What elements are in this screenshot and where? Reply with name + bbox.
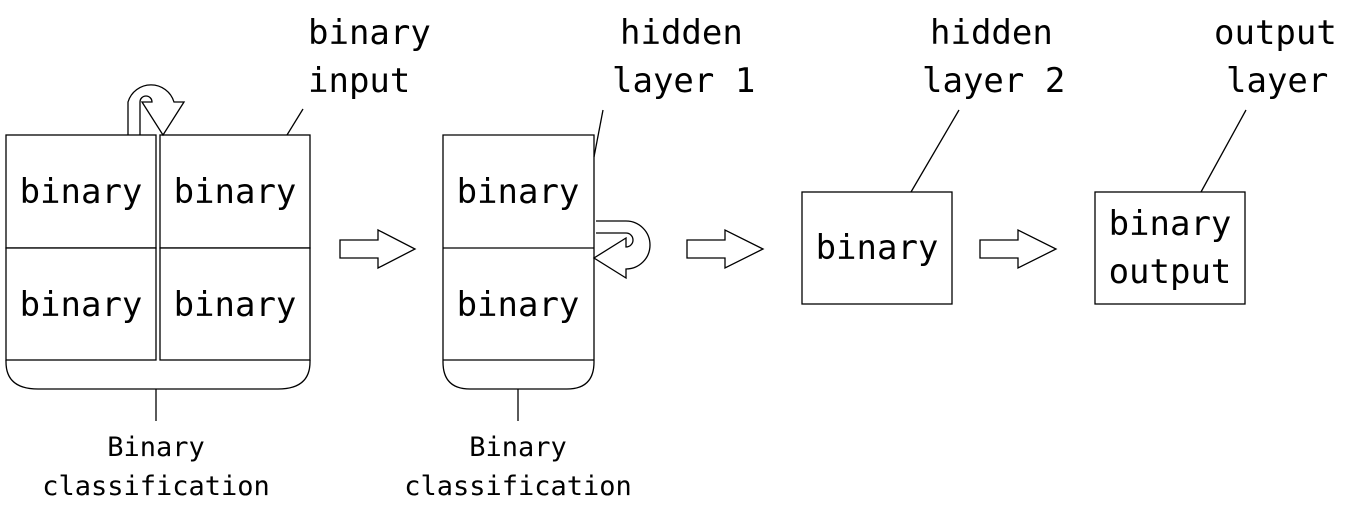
hidden-layer-2-label-line-2: layer 2 bbox=[922, 61, 1065, 101]
input-cell-4-label: binary bbox=[174, 285, 297, 325]
output-layer-label-line-2: layer bbox=[1226, 61, 1328, 101]
input-cell-2 bbox=[159, 134, 311, 249]
input-block-base bbox=[5, 360, 311, 390]
hidden-layer-1-block: binary binary Binary classification bbox=[404, 134, 632, 502]
hidden1-caption-line-2: classification bbox=[404, 471, 632, 502]
binary-input-leader bbox=[286, 108, 304, 136]
hidden1-cell-2-label: binary bbox=[457, 285, 580, 325]
input-cell-3-label: binary bbox=[20, 285, 143, 325]
right-arrow-icon bbox=[686, 228, 765, 270]
input-cell-1-label: binary bbox=[20, 172, 143, 212]
loop-arrow-icon bbox=[127, 84, 186, 137]
hidden-layer-1-label-line-2: layer 1 bbox=[612, 61, 755, 101]
binary-input-label-line-1: binary bbox=[308, 13, 431, 53]
hidden1-block-body bbox=[442, 134, 595, 390]
output-box bbox=[1094, 191, 1246, 305]
hidden-layer-1-leader bbox=[593, 109, 604, 158]
hidden-layer-2-label-line-1: hidden bbox=[930, 13, 1053, 53]
hidden-layer-1-label-line-1: hidden bbox=[620, 13, 743, 53]
right-arrow-icon bbox=[979, 228, 1058, 270]
hidden2-cell-label: binary bbox=[816, 228, 939, 268]
input-caption-line-2: classification bbox=[42, 471, 270, 502]
input-caption-line-1: Binary bbox=[107, 432, 205, 463]
output-layer-label-line-1: output bbox=[1214, 13, 1337, 53]
input-cell-1 bbox=[5, 134, 157, 249]
output-label-line-2: output bbox=[1109, 252, 1232, 292]
input-cell-4 bbox=[159, 247, 311, 361]
right-arrow-icon bbox=[339, 228, 417, 270]
loop-arrow-icon bbox=[592, 220, 651, 280]
hidden1-caption-line-1: Binary bbox=[469, 432, 567, 463]
input-block: binary binary binary binary Binary class… bbox=[5, 134, 311, 502]
input-cell-2-label: binary bbox=[174, 172, 297, 212]
input-cell-3 bbox=[5, 247, 157, 361]
output-label-line-1: binary bbox=[1109, 204, 1232, 244]
hidden1-cell-1-label: binary bbox=[457, 172, 580, 212]
hidden-layer-2-leader bbox=[910, 109, 960, 193]
binary-input-label-line-2: input bbox=[308, 61, 410, 101]
output-layer-leader bbox=[1200, 109, 1247, 193]
hidden-layer-2-box bbox=[801, 191, 953, 305]
